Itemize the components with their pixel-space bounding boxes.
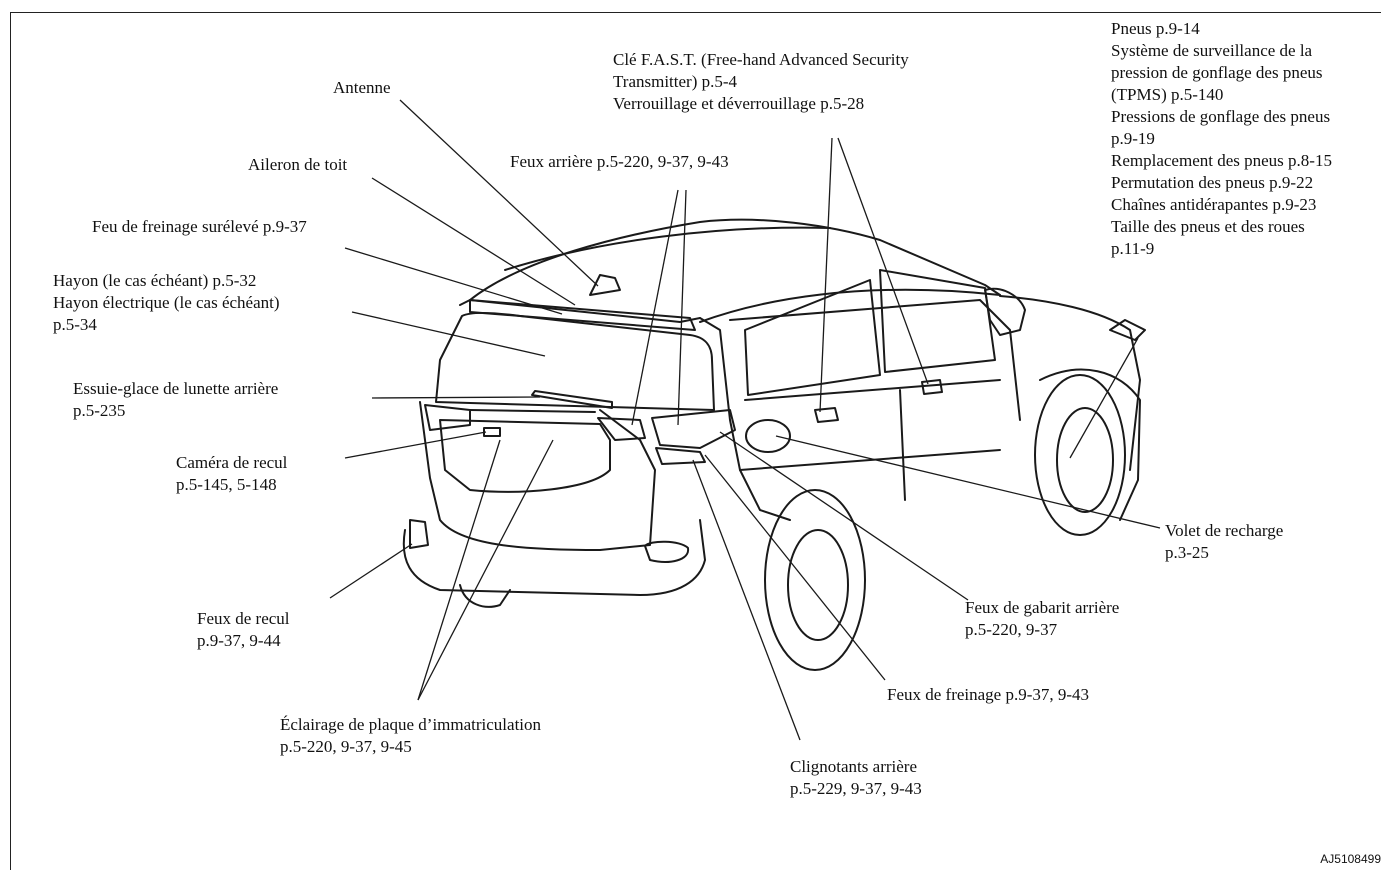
label-feux-recul: Feux de recul p.9-37, 9-44 bbox=[197, 609, 290, 650]
label-pneus: Pneus p.9-14 Système de surveillance de … bbox=[1111, 19, 1332, 258]
label-feux-freinage: Feux de freinage p.9-37, 9-43 bbox=[887, 685, 1090, 704]
label-aileron: Aileron de toit bbox=[248, 155, 348, 174]
label-hayon: Hayon (le cas échéant) p.5-32 Hayon élec… bbox=[53, 271, 280, 334]
label-feux-arriere: Feux arrière p.5-220, 9-37, 9-43 bbox=[510, 152, 729, 171]
figure-code: AJ5108499 bbox=[1320, 852, 1381, 866]
label-plaque: Éclairage de plaque d’immatriculation p.… bbox=[280, 715, 542, 756]
figure-frame bbox=[10, 12, 1381, 870]
label-cle-fast: Clé F.A.S.T. (Free-hand Advanced Securit… bbox=[613, 50, 909, 113]
label-essuie-glace: Essuie-glace de lunette arrière p.5-235 bbox=[73, 379, 279, 420]
label-clignotants: Clignotants arrière p.5-229, 9-37, 9-43 bbox=[790, 757, 922, 798]
label-volet-recharge: Volet de recharge p.3-25 bbox=[1165, 521, 1284, 562]
label-antenne: Antenne bbox=[333, 78, 391, 97]
label-camera-recul: Caméra de recul p.5-145, 5-148 bbox=[176, 453, 288, 494]
label-feu-freinage-sureleve: Feu de freinage surélevé p.9-37 bbox=[92, 217, 307, 236]
label-feux-gabarit: Feux de gabarit arrière p.5-220, 9-37 bbox=[965, 598, 1120, 639]
